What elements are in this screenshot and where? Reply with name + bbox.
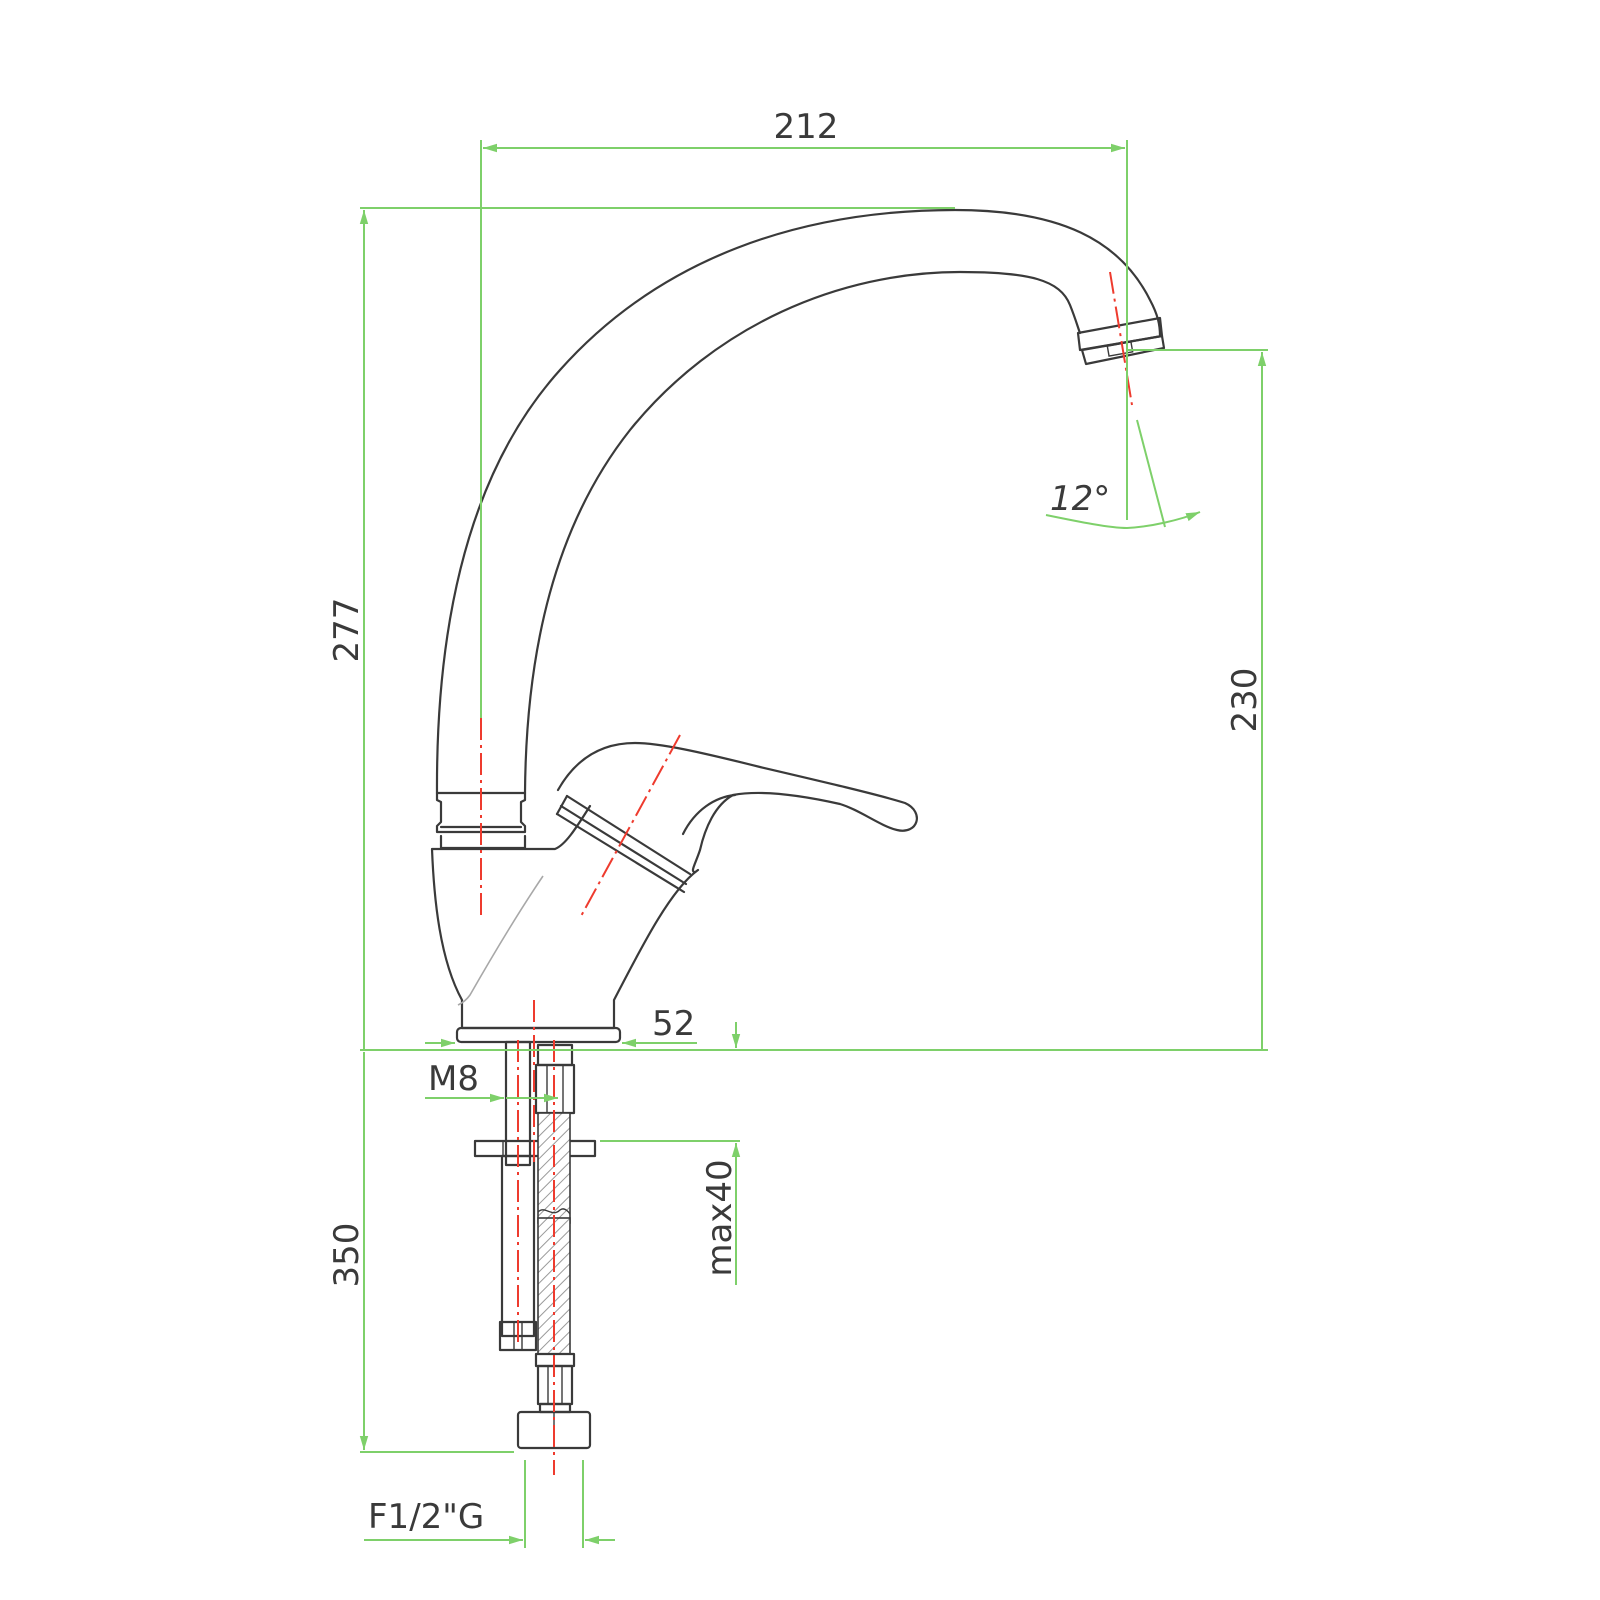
dimension-lines: [359, 140, 1268, 1548]
aerator: [1076, 316, 1166, 366]
dim-total-height: 277: [327, 598, 367, 663]
dim-max-counter-thickness: max40: [700, 1159, 740, 1276]
lever-handle: [556, 741, 918, 874]
dim-hose-length: 350: [327, 1223, 367, 1288]
faucet-outline: [430, 208, 1166, 1044]
dim-stud-thread: M8: [428, 1059, 479, 1099]
spout-outer-edge: [435, 208, 1162, 795]
dim-tilt-angle: 12°: [1050, 479, 1110, 519]
valve-body: [430, 804, 700, 1030]
dim-base-diameter: 52: [652, 1004, 695, 1044]
spout-inner-edge: [523, 270, 1082, 795]
body-highlight: [457, 875, 544, 1006]
lever-underside: [681, 793, 737, 836]
dim-outlet-height: 230: [1225, 668, 1265, 733]
cartridge-ring: [555, 794, 692, 894]
dim-spout-reach: 212: [774, 107, 839, 147]
dimension-labels: 212 277 230 12° 52 M8 max40 350 F1/2"G: [327, 107, 1265, 1537]
flexible-hose: [516, 1043, 592, 1450]
base-plate: [455, 1026, 622, 1044]
dim-hose-connection: F1/2"G: [368, 1497, 484, 1537]
center-lines: [480, 271, 1133, 1475]
